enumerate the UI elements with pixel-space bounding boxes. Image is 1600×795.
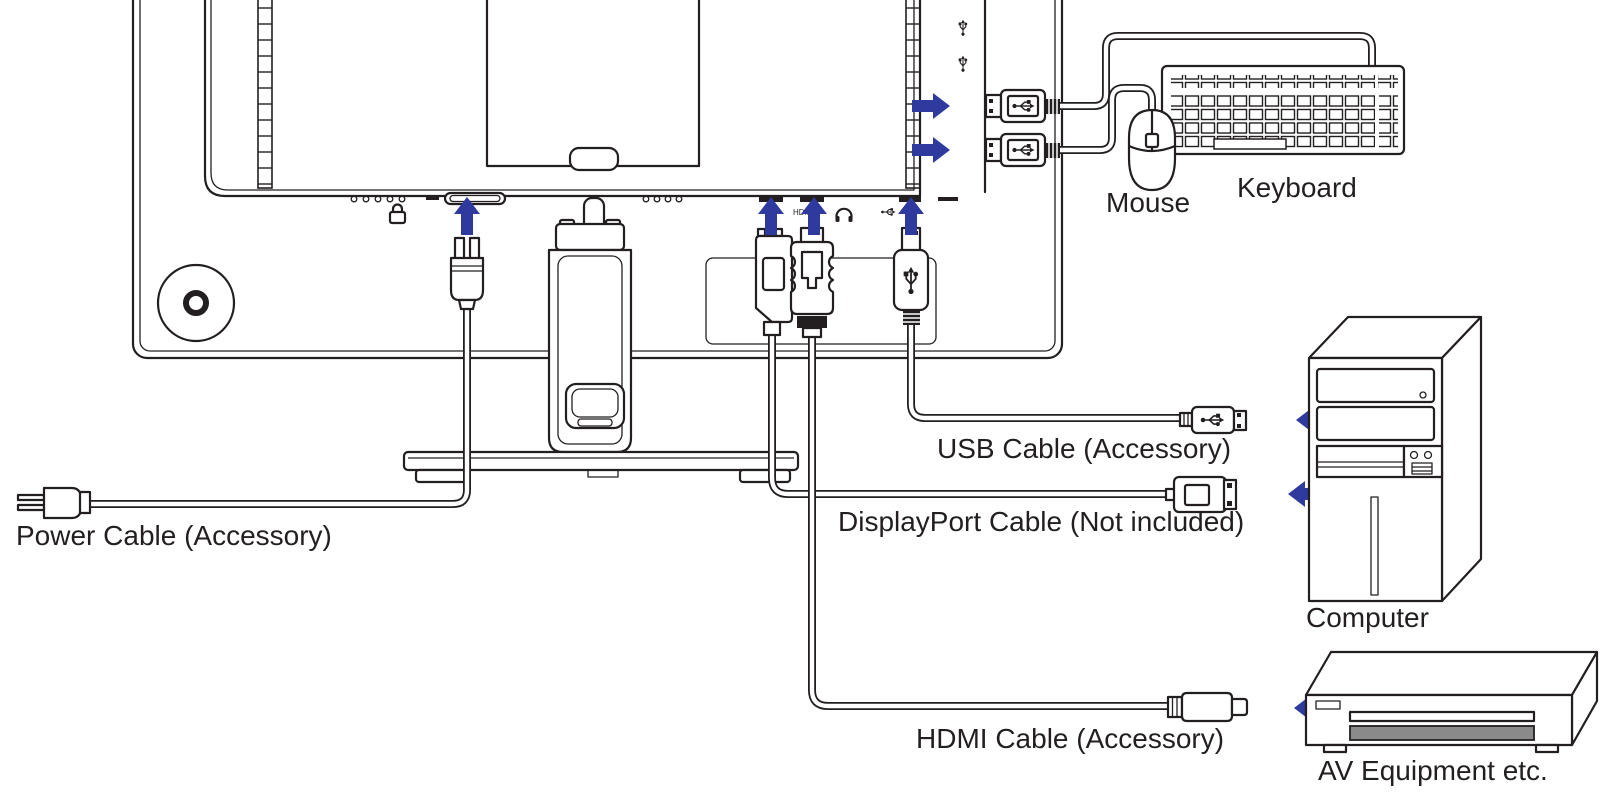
headphone-icon (835, 207, 853, 222)
av-display-slot (1348, 710, 1536, 723)
label-av-equipment: AV Equipment etc. (1318, 755, 1548, 786)
label-keyboard: Keyboard (1237, 172, 1357, 203)
stand-mount-plate (554, 222, 626, 252)
spacebar-key (1213, 138, 1287, 150)
av-foot-right (1534, 743, 1560, 754)
recess-tab (568, 146, 620, 172)
stand-foot-right (738, 468, 792, 484)
kensington-lock-icon (388, 203, 407, 225)
keyboard-illustration (1160, 64, 1406, 156)
power-cable-group (16, 236, 485, 520)
label-computer: Computer (1306, 602, 1429, 633)
usb-plug-lower (984, 132, 1060, 168)
vesa-recess (485, 0, 701, 168)
keyboard-cable-group (1058, 32, 1376, 110)
mouse-cable-group (1058, 84, 1156, 154)
round-hole (156, 263, 236, 343)
power-wall-plug (16, 486, 92, 520)
label-hdmi-cable: HDMI Cable (Accessory) (916, 723, 1224, 754)
monitor-back: HDMI (131, 0, 1064, 360)
label-usb-cable: USB Cable (Accessory) (937, 433, 1231, 464)
av-equipment-illustration (1304, 650, 1599, 754)
usb-cable-group (892, 226, 1248, 435)
hdmi-connector (789, 226, 835, 339)
stand-base (402, 450, 800, 484)
usb-a-plug-computer-end (1178, 405, 1248, 435)
displayport-connector (754, 227, 794, 337)
computer-tower-illustration (1307, 315, 1483, 603)
av-disc-tray (1349, 725, 1535, 741)
displayport-cable-group (754, 227, 1238, 514)
usb-plug-upper (984, 88, 1060, 124)
displayport-plug-computer-end (1164, 475, 1238, 514)
display-panel-inner (210, 0, 915, 191)
label-power-cable: Power Cable (Accessory) (16, 520, 332, 551)
label-mouse: Mouse (1106, 187, 1190, 218)
vent-strip-right (905, 0, 921, 189)
hdmi-port (800, 196, 824, 202)
stand-foot-left (414, 468, 468, 484)
diagram-labels: Power Cable (Accessory) USB Cable (Acces… (16, 172, 1548, 786)
label-displayport-cable: DisplayPort Cable (Not included) (838, 506, 1244, 537)
av-power-button (1315, 700, 1341, 710)
drive-bay-2 (1315, 405, 1436, 442)
hdmi-plug-av-end (1166, 691, 1249, 723)
power-inlet-port (443, 191, 507, 206)
drive-bay-1 (1315, 367, 1436, 404)
mouse-illustration (1127, 108, 1177, 192)
mouse-scroll (1144, 132, 1160, 149)
usb-b-connector (892, 226, 930, 325)
front-button-panel (1402, 444, 1444, 479)
monitor-stand (402, 196, 800, 484)
power-plug-connector (449, 236, 485, 311)
av-foot-left (1322, 743, 1348, 754)
vent-strip-left (257, 0, 273, 189)
hdmi-cable-group (789, 226, 1249, 723)
